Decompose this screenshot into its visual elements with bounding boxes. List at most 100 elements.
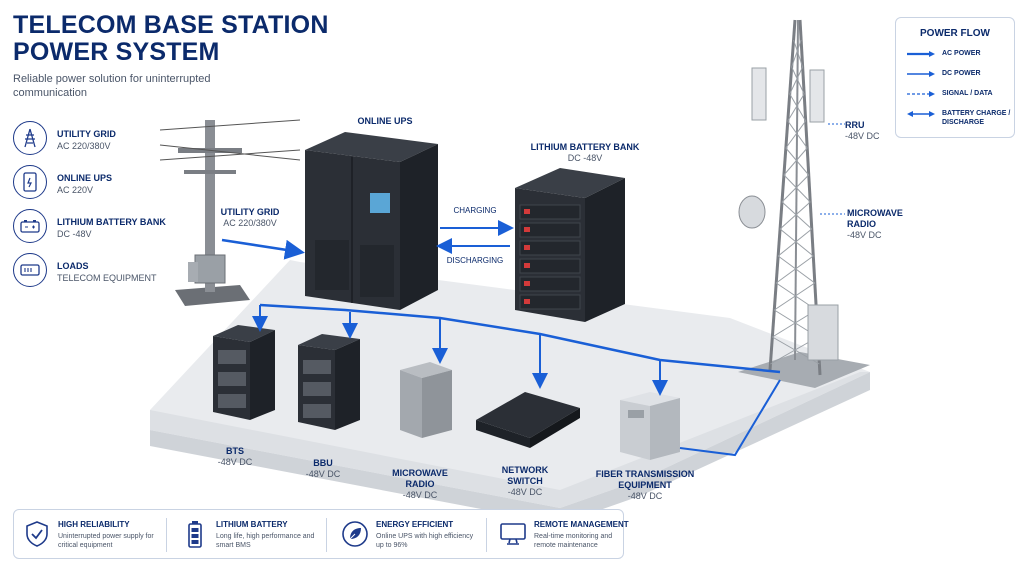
features-bar: HIGH RELIABILITY Uninterrupted power sup… [13, 509, 629, 560]
tower-brace [789, 66, 804, 95]
feature-high-reliability: HIGH RELIABILITY Uninterrupted power sup… [14, 510, 164, 560]
microwave-radio-unit [400, 362, 452, 438]
legend-sub: TELECOM EQUIPMENT [57, 273, 157, 283]
label-microwave-radio: MICROWAVE RADIO -48V DC [390, 468, 450, 501]
feature-sub: Uninterrupted power supply for critical … [58, 533, 154, 549]
transmission-tower-icon [13, 121, 47, 155]
utility-pole [159, 119, 301, 306]
label-title: RRU [845, 120, 865, 130]
tower-brace [775, 255, 814, 284]
legend-item-online-ups: ONLINE UPS AC 220V [13, 165, 203, 209]
label-bbu: BBU -48V DC [298, 458, 348, 480]
feature-energy-efficient: ENERGY EFFICIENT Online UPS with high ef… [332, 510, 482, 560]
flow-lines [221, 123, 845, 457]
leaf-icon [340, 519, 370, 549]
label-microwave-tower: MICROWAVE RADIO -48V DC [847, 208, 907, 241]
label-text: CHARGING [453, 206, 497, 215]
ac-power-arrow-icon [907, 51, 935, 57]
tower-brace [779, 228, 814, 257]
battery-indicator [524, 263, 530, 268]
tower-brace [781, 201, 813, 230]
battery-indicator [524, 209, 530, 214]
shield-check-icon [22, 519, 52, 549]
battery-indicator [524, 227, 530, 232]
page-title: TELECOM BASE STATION POWER SYSTEM [13, 12, 329, 66]
label-title: MICROWAVE RADIO [847, 208, 903, 229]
label-title: MICROWAVE RADIO [392, 468, 448, 489]
flow-ac-power: AC POWER [906, 48, 1011, 66]
battery-indicator [524, 245, 530, 250]
tower-brace [774, 282, 816, 311]
label-utility-grid: UTILITY GRID AC 220/380V [215, 207, 285, 229]
tower-brace [793, 39, 804, 68]
label-rru: RRU -48V DC [845, 120, 885, 142]
flow-label: AC POWER [942, 50, 981, 57]
label-fiber-equipment: FIBER TRANSMISSION EQUIPMENT -48V DC [590, 469, 700, 502]
label-sub: -48V DC [627, 491, 663, 501]
feature-sub: Real-time monitoring and remote maintena… [534, 533, 613, 549]
monitor-icon [498, 519, 528, 549]
legend-title: UTILITY GRID [57, 129, 116, 139]
fiber-to-tower-line [679, 379, 781, 457]
battery-vertical-icon [180, 519, 210, 549]
label-title: BTS [226, 446, 244, 456]
power-flow-title: POWER FLOW [920, 28, 990, 39]
dc-bus-line [259, 303, 781, 374]
tower-brace [781, 174, 810, 203]
battery-indicator [524, 299, 530, 304]
feature-sub: Long life, high performance and smart BM… [216, 533, 315, 549]
ups-cabinet [305, 132, 438, 310]
label-title: UTILITY GRID [220, 207, 280, 217]
flow-label: SIGNAL / DATA [942, 90, 993, 97]
tower-brace [785, 120, 807, 149]
feature-title: HIGH RELIABILITY [58, 520, 130, 529]
bbu-cabinet [298, 334, 360, 430]
label-sub: -48V DC [507, 487, 543, 497]
feature-remote-management: REMOTE MANAGEMENT Real-time monitoring a… [490, 510, 629, 560]
title-line-2: POWER SYSTEM [13, 38, 220, 66]
flow-dc-power: DC POWER [906, 68, 1011, 86]
label-title: NETWORK SWITCH [501, 465, 549, 486]
label-sub: AC 220/380V [223, 218, 277, 228]
tower-brace [787, 120, 808, 149]
battery-module [519, 222, 581, 238]
tower-brace [777, 255, 816, 284]
label-sub: -48V DC [402, 490, 438, 500]
divider [326, 518, 327, 552]
legend-sub: DC -48V [57, 229, 92, 239]
legend-title: LOADS [57, 261, 89, 271]
label-title: ONLINE UPS [357, 116, 413, 126]
tower-brace [787, 93, 805, 122]
tower-brace [791, 66, 805, 95]
dc-power-arrow-icon [907, 71, 935, 77]
label-online-ups: ONLINE UPS [340, 116, 430, 127]
legend-title: ONLINE UPS [57, 173, 113, 183]
label-title: LITHIUM BATTERY BANK [530, 142, 640, 152]
bts-cabinet [213, 325, 275, 420]
flow-label: DC POWER [942, 70, 981, 77]
label-network-switch: NETWORK SWITCH -48V DC [495, 465, 555, 498]
battery-module [519, 240, 581, 256]
flow-label: BATTERY CHARGE / DISCHARGE [942, 110, 1011, 126]
fiber-equipment-unit [620, 392, 680, 460]
tower-brace [791, 39, 802, 68]
component-legend: UTILITY GRID AC 220/380V ONLINE UPS AC 2… [13, 121, 203, 297]
label-title: FIBER TRANSMISSION EQUIPMENT [595, 469, 695, 490]
tower-brace [777, 228, 813, 257]
legend-item-utility-grid: UTILITY GRID AC 220/380V [13, 121, 203, 165]
legend-sub: AC 220/380V [57, 141, 111, 151]
label-discharging: DISCHARGING [440, 255, 510, 266]
flow-battery-charge: BATTERY CHARGE / DISCHARGE [906, 108, 1011, 130]
platform [150, 260, 870, 524]
battery-indicator [524, 281, 530, 286]
title-line-1: TELECOM BASE STATION [13, 11, 329, 39]
label-bts: BTS -48V DC [210, 446, 260, 468]
tower-brace [785, 147, 810, 176]
label-sub: DC -48V [567, 153, 603, 163]
battery-icon [13, 209, 47, 243]
battery-rack [515, 168, 625, 322]
flow-signal-data: SIGNAL / DATA [906, 88, 1011, 106]
divider [166, 518, 167, 552]
grid-to-ups-line [221, 238, 305, 260]
